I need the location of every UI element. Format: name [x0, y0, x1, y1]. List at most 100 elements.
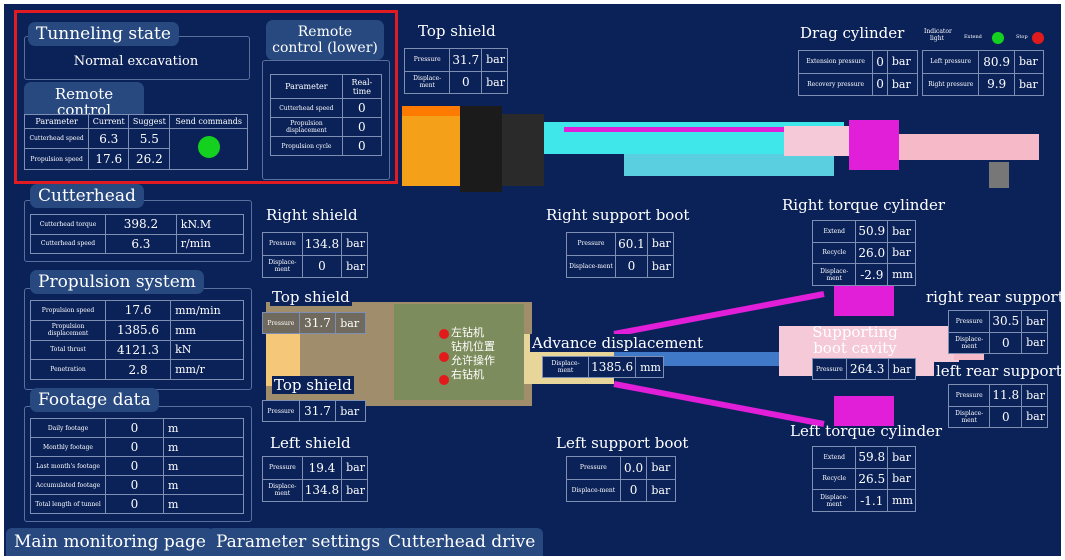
right-support-boot-title: Right support boot: [546, 206, 690, 224]
row-unit: kN.M: [175, 214, 245, 235]
row-unit: bar: [1021, 310, 1048, 333]
row-value: -1.1: [855, 489, 889, 512]
row-label: Total length of tunnel: [30, 494, 106, 514]
current-value: 17.6: [88, 148, 130, 170]
row-unit: mm/min: [170, 300, 244, 321]
row-label: Left pressure: [921, 50, 980, 74]
row-unit: m: [162, 456, 245, 476]
row-label: Cutterhead speed: [270, 98, 343, 119]
row-label: Cutterhead torque: [30, 214, 106, 235]
row-value: 0: [105, 456, 164, 476]
row-value: 0: [341, 98, 383, 119]
row-label: Pressure: [566, 232, 616, 256]
drill-panel: 左钻机 钻机位置 允许操作 右钻机: [451, 326, 513, 382]
send-commands-cell: [169, 127, 248, 171]
row-unit: bar: [341, 232, 368, 256]
row-value: -2.9: [855, 263, 889, 286]
row-label: Recycle: [811, 241, 857, 265]
row-label: Displace-ment: [811, 489, 857, 512]
pressure-value: 31.7: [298, 312, 337, 334]
table-header: Parameter: [23, 114, 90, 129]
row-value: 1385.6: [104, 319, 172, 341]
row-unit: bar: [341, 478, 368, 502]
right-torque-title: Right torque cylinder: [782, 196, 946, 214]
drill-line: 允许操作: [451, 354, 495, 367]
row-label: Displace-ment: [566, 254, 616, 278]
row-value: 4121.3: [104, 339, 172, 361]
row-label: Displace-ment: [541, 356, 590, 378]
row-value: 0: [872, 50, 888, 74]
left-support-boot-title: Left support boot: [556, 434, 689, 452]
row-unit: bar: [1021, 405, 1048, 428]
drag-cylinder-title: Drag cylinder: [800, 24, 905, 42]
row-value: 0: [341, 117, 383, 138]
row-label: Total thrust: [30, 339, 106, 361]
table-header: Real-time: [341, 73, 383, 100]
row-value: 9.9: [978, 72, 1015, 96]
row-label: Displace-ment: [566, 478, 621, 502]
row-unit: bar: [1021, 384, 1048, 407]
row-label: Extend: [811, 220, 857, 243]
nav-parameter-settings[interactable]: Parameter settings: [208, 528, 389, 556]
row-label: Displace-ment: [403, 70, 451, 94]
green-indicator-icon: [992, 32, 1004, 44]
green-circle-icon[interactable]: [197, 135, 220, 158]
row-label: Propulsion speed: [23, 148, 90, 170]
row-label: Displace-ment: [262, 478, 303, 502]
nav-cutterhead-drive[interactable]: Cutterhead drive: [380, 528, 544, 556]
nav-main-monitoring[interactable]: Main monitoring page: [6, 528, 214, 556]
row-value: 26.0: [855, 241, 889, 265]
row-value: 398.2: [105, 214, 177, 235]
row-label: Recycle: [811, 467, 857, 491]
advance-title: Advance displacement: [530, 334, 706, 352]
warning-light-2: [439, 352, 449, 362]
suggest-value: 26.2: [128, 148, 171, 170]
row-unit: m: [162, 418, 245, 438]
top-shield-low-title: Top shield: [272, 376, 354, 394]
row-label: Pressure: [262, 456, 303, 480]
pressure-value: 134.8: [301, 232, 343, 256]
row-unit: bar: [887, 241, 916, 265]
pressure-value: 0.0: [619, 456, 648, 480]
row-unit: mm: [887, 263, 916, 286]
row-label: Cutterhead speed: [30, 233, 106, 254]
current-value: 6.3: [88, 127, 130, 150]
row-value: 0: [872, 72, 888, 96]
row-label: Accumulated footage: [30, 475, 106, 495]
row-value: 80.9: [978, 50, 1015, 74]
row-unit: bar: [887, 446, 916, 469]
